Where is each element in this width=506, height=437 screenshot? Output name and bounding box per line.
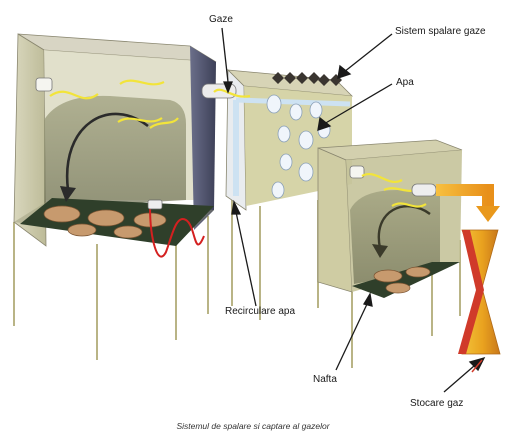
- figure-caption: Sistemul de spalare si captare al gazelo…: [0, 421, 506, 431]
- label-sistem-spalare-gaze: Sistem spalare gaze: [395, 26, 486, 37]
- cabinet-left: [14, 34, 216, 360]
- label-stocare-gaz: Stocare gaz: [410, 398, 463, 409]
- label-apa: Apa: [396, 77, 414, 88]
- label-nafta: Nafta: [313, 374, 337, 385]
- label-gaze: Gaze: [209, 14, 233, 25]
- gas-storage: [458, 230, 500, 354]
- label-recirculare-apa: Recirculare apa: [225, 306, 295, 317]
